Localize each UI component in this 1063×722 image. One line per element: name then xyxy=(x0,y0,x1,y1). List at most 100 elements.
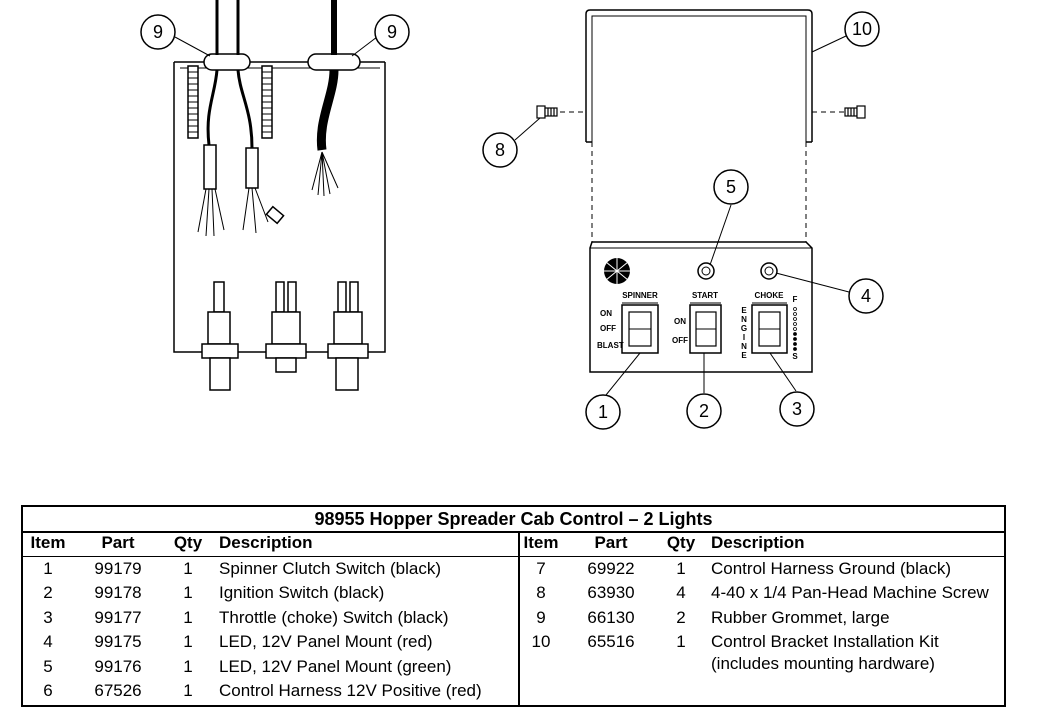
header-rule xyxy=(23,556,1004,557)
table-cell-qty: 1 xyxy=(183,608,193,627)
led-red xyxy=(760,262,778,280)
screw-right xyxy=(844,105,866,119)
callout-9-left: 9 xyxy=(140,14,176,50)
table-cell-part: 99175 xyxy=(94,632,142,651)
switch-rear-left xyxy=(201,281,239,391)
parts-table: 98955 Hopper Spreader Cab Control – 2 Li… xyxy=(21,505,1006,707)
header-description: Description xyxy=(219,533,313,552)
header-qty: Qty xyxy=(666,533,696,552)
control-bracket xyxy=(560,9,847,242)
svg-text:N: N xyxy=(741,315,747,324)
table-cell-item: 10 xyxy=(531,632,551,651)
table-cell-item: 2 xyxy=(43,583,53,602)
column-divider xyxy=(518,531,520,705)
table-cell-item: 7 xyxy=(536,559,546,578)
table-cell-item: 9 xyxy=(536,608,546,627)
engine-label: E N G I N E xyxy=(741,306,747,360)
table-cell-item: 4 xyxy=(43,632,53,651)
table-cell-part: 99176 xyxy=(94,657,142,676)
table-cell-item: 3 xyxy=(43,608,53,627)
table-cell-description: Control Bracket Installation Kit xyxy=(711,632,939,651)
table-cell-item: 5 xyxy=(43,657,53,676)
header-item: Item xyxy=(30,533,66,552)
table-cell-qty: 2 xyxy=(676,608,686,627)
spinner-switch xyxy=(621,304,659,354)
table-cell-part: 66130 xyxy=(587,608,635,627)
table-cell-description: Control Harness Ground (black) xyxy=(711,559,951,578)
control-box-rear-view xyxy=(173,0,386,391)
table-cell-part: 69922 xyxy=(587,559,635,578)
callout-9-right: 9 xyxy=(374,14,410,50)
spinner-blast-label: BLAST xyxy=(597,341,624,350)
start-label: START xyxy=(692,291,718,300)
svg-text:E: E xyxy=(741,306,747,315)
table-cell-item: 6 xyxy=(43,681,53,700)
callout-4: 4 xyxy=(848,278,884,314)
header-description: Description xyxy=(711,533,805,552)
callout-3: 3 xyxy=(779,391,815,427)
choke-label: CHOKE xyxy=(755,291,785,300)
table-cell-description: Throttle (choke) Switch (black) xyxy=(219,608,449,627)
choke-f-label: F xyxy=(793,295,798,304)
table-cell-description: LED, 12V Panel Mount (green) xyxy=(219,657,452,676)
table-cell-description: 4-40 x 1/4 Pan-Head Machine Screw xyxy=(711,583,989,602)
brand-logo xyxy=(603,257,631,285)
svg-text:2: 2 xyxy=(699,401,709,421)
header-part: Part xyxy=(594,533,628,552)
svg-text:N: N xyxy=(741,342,747,351)
table-cell-description: LED, 12V Panel Mount (red) xyxy=(219,632,433,651)
header-part: Part xyxy=(101,533,135,552)
control-panel-front: SPINNER START CHOKE ON OFF BLAST ON OFF … xyxy=(589,241,813,373)
svg-text:E: E xyxy=(741,351,747,360)
choke-scale-dots xyxy=(793,307,797,351)
header-qty: Qty xyxy=(173,533,203,552)
screw-left xyxy=(536,105,558,119)
svg-text:8: 8 xyxy=(495,140,505,160)
svg-text:G: G xyxy=(741,324,747,333)
led-green xyxy=(697,262,715,280)
table-cell-item: 8 xyxy=(536,583,546,602)
table-cell-qty: 4 xyxy=(676,583,686,602)
svg-text:4: 4 xyxy=(861,286,871,306)
svg-text:9: 9 xyxy=(153,22,163,42)
table-cell-qty: 1 xyxy=(676,559,686,578)
table-cell-description: Control Harness 12V Positive (red) xyxy=(219,681,482,700)
table-cell-qty: 1 xyxy=(183,559,193,578)
spinner-label: SPINNER xyxy=(622,291,658,300)
table-title: 98955 Hopper Spreader Cab Control – 2 Li… xyxy=(23,507,1004,533)
grommet-right xyxy=(307,53,361,71)
parts-diagram: 9 9 xyxy=(140,0,884,430)
table-cell-description: Rubber Grommet, large xyxy=(711,608,890,627)
spinner-off-label: OFF xyxy=(600,324,616,333)
svg-text:10: 10 xyxy=(852,19,872,39)
table-cell-part: 63930 xyxy=(587,583,635,602)
callout-10: 10 xyxy=(844,11,880,47)
switch-rear-right xyxy=(327,281,369,391)
table-cell-item: 1 xyxy=(43,559,53,578)
grommet-left xyxy=(203,53,251,71)
table-cell-qty: 1 xyxy=(183,632,193,651)
table-cell-part: 99178 xyxy=(94,583,142,602)
spinner-on-label: ON xyxy=(600,309,612,318)
table-cell-qty: 1 xyxy=(183,657,193,676)
callout-1: 1 xyxy=(585,394,621,430)
start-switch xyxy=(689,304,722,354)
svg-text:1: 1 xyxy=(598,402,608,422)
svg-text:5: 5 xyxy=(726,177,736,197)
table-cell-description: (includes mounting hardware) xyxy=(711,654,935,673)
table-cell-part: 65516 xyxy=(587,632,635,651)
table-cell-description: Ignition Switch (black) xyxy=(219,583,385,602)
callout-8: 8 xyxy=(482,132,518,168)
table-cell-qty: 1 xyxy=(183,583,193,602)
table-cell-qty: 1 xyxy=(676,632,686,651)
table-cell-description: Spinner Clutch Switch (black) xyxy=(219,559,442,578)
svg-text:9: 9 xyxy=(387,22,397,42)
svg-text:I: I xyxy=(743,333,745,342)
svg-text:3: 3 xyxy=(792,399,802,419)
table-cell-part: 99179 xyxy=(94,559,142,578)
table-cell-part: 67526 xyxy=(94,681,142,700)
callout-2: 2 xyxy=(686,393,722,429)
table-cell-qty: 1 xyxy=(183,681,193,700)
start-on-label: ON xyxy=(674,317,686,326)
switch-rear-middle xyxy=(265,281,307,373)
